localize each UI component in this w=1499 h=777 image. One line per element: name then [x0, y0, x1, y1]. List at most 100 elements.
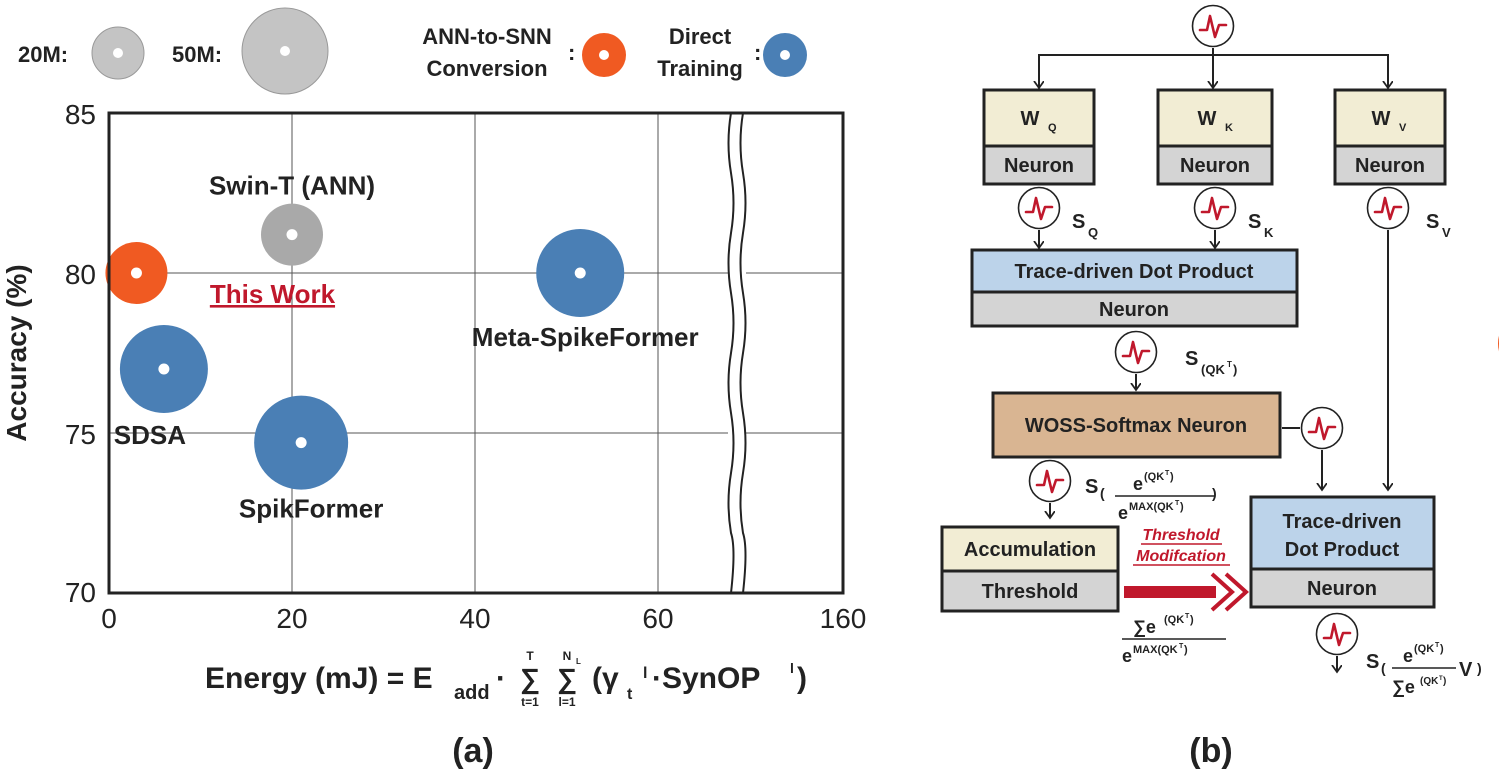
data-points: Swin-T (ANN)This WorkMeta-SpikeFormerMST… [105, 171, 1499, 524]
wq-sub: Q [1048, 122, 1057, 134]
legend-size-small-label: 20M: [18, 42, 68, 67]
sum1-sigma: ∑ [520, 663, 540, 695]
legend-direct-line2: Training [657, 56, 743, 81]
panel-label-b: (b) [1189, 732, 1232, 770]
spike-icon-output [1315, 612, 1359, 656]
y-tick-label: 85 [65, 99, 96, 130]
sexp-den-sup-close: ) [1180, 501, 1184, 513]
sexp-num-sup-t: T [1165, 470, 1170, 477]
sum-ratio-label: ∑e (QK T ) e MAX(QK T ) [1122, 613, 1226, 666]
sum1-bottom: t=1 [521, 695, 539, 709]
threshold-mod-line1: Threshold [1142, 527, 1221, 544]
sum-num-sup-close: ) [1190, 614, 1194, 626]
threshold-arrow-icon [1124, 586, 1216, 598]
sum2-top: N [563, 649, 572, 663]
sum-den-sup-close: ) [1184, 644, 1188, 656]
x-axis-label-synop: ·SynOP [652, 662, 760, 695]
x-tick-label: 40 [459, 603, 490, 634]
woss-softmax-block: WOSS-Softmax Neuron [991, 391, 1282, 459]
out-paren-close: ) [1477, 660, 1482, 676]
sq-sub: Q [1088, 225, 1098, 240]
data-point-center [295, 437, 307, 449]
output-label: S ( e (QK T ) ∑e (QK T ) V ) [1366, 642, 1482, 697]
sexp-s: S [1085, 476, 1098, 498]
out-den-sup-close: ) [1443, 676, 1446, 687]
sum-den-sup-t: T [1179, 643, 1184, 650]
sexp-num-sup-close: ) [1170, 471, 1174, 483]
sq-label: S [1072, 211, 1085, 233]
threshold-modification: Threshold Modifcation ∑e (QK T ) e MAX(Q… [1122, 527, 1249, 666]
sum2-bottom: l=1 [558, 695, 575, 709]
dot-product-label: Trace-driven Dot Product [1015, 261, 1254, 283]
out-num-sup: (QK [1414, 643, 1434, 655]
sqk-sub: (QK [1201, 362, 1225, 377]
data-point-center [158, 363, 170, 375]
data-point-label: Meta-SpikeFormer [472, 322, 699, 352]
wk-label: W [1198, 108, 1217, 130]
sqk-sup: T [1227, 360, 1232, 369]
wv-label: W [1372, 108, 1391, 130]
y-axis-label: Accuracy (%) [1, 264, 32, 441]
data-point-center [286, 229, 298, 241]
data-point-center [130, 267, 142, 279]
axis-break [727, 112, 747, 594]
x-axis-label-prefix: Energy (mJ) = E [205, 662, 433, 695]
threshold-label: Threshold [982, 581, 1079, 603]
out-paren-open: ( [1381, 660, 1386, 676]
legend-conversion-line2: Conversion [426, 56, 547, 81]
architecture-diagram: W Q Neuron W K Neuron W V Neuron S Q S K [940, 4, 1482, 770]
x-axis-label-paren-open: (γ [592, 662, 619, 695]
legend-size-small-dot [113, 48, 123, 58]
wk-sub: K [1225, 122, 1233, 134]
x-tick-label: 0 [101, 603, 117, 634]
spike-icon-input [1191, 4, 1235, 48]
wv-neuron-label: Neuron [1355, 155, 1425, 177]
sk-label: S [1248, 211, 1261, 233]
sexp-num: e [1133, 474, 1143, 494]
out-den-sup: (QK [1420, 676, 1439, 687]
data-point-label: SpikFormer [239, 494, 384, 524]
sum-num-sup: (QK [1164, 614, 1184, 626]
exp-output-label: S ( e (QK T ) e MAX(QK T ) ) [1085, 470, 1217, 523]
spike-icon-sv [1366, 186, 1410, 230]
legend-conversion-sep: : [568, 40, 575, 65]
sv-sub: V [1442, 225, 1451, 240]
legend-conversion-line1: ANN-to-SNN [422, 24, 552, 49]
synop-sup: l [790, 660, 794, 676]
legend-direct-dot [780, 50, 790, 60]
dot-product-2-neuron-label: Neuron [1307, 578, 1377, 600]
sexp-den-sup: MAX(QK [1129, 501, 1174, 513]
sexp-den-sup-t: T [1175, 500, 1180, 507]
out-num-sup-t: T [1435, 642, 1440, 649]
out-num-sup-close: ) [1440, 643, 1444, 655]
data-point-label: This Work [210, 279, 336, 309]
sum-num-sup-t: T [1185, 613, 1190, 620]
threshold-mod-line2: Modifcation [1136, 548, 1226, 565]
legend-direct-line1: Direct [669, 24, 732, 49]
plot-frame [107, 111, 845, 595]
panel-label-a: (a) [452, 732, 494, 770]
sexp-num-sup: (QK [1144, 471, 1164, 483]
legend-size-large-dot [280, 46, 290, 56]
dot-product-2-line1: Trace-driven [1283, 511, 1402, 533]
sqk-close: ) [1233, 362, 1237, 377]
sum-num: ∑e [1133, 617, 1156, 637]
sk-sub: K [1264, 225, 1274, 240]
wk-block: W K Neuron [1156, 88, 1274, 186]
x-tick-label: 60 [642, 603, 673, 634]
data-point-center [574, 267, 586, 279]
accumulation-block: Accumulation Threshold [940, 525, 1120, 613]
wq-neuron-label: Neuron [1004, 155, 1074, 177]
dot-product-2-line2: Dot Product [1285, 539, 1400, 561]
wq-block: W Q Neuron [982, 88, 1096, 186]
wk-neuron-label: Neuron [1180, 155, 1250, 177]
y-tick-label: 75 [65, 419, 96, 450]
sum2-top-sub: L [576, 657, 581, 666]
x-axis-label-dot: · [496, 662, 506, 695]
spike-icon-sk [1193, 186, 1237, 230]
sum-den-sup: MAX(QK [1133, 644, 1178, 656]
out-v: V [1459, 659, 1473, 681]
